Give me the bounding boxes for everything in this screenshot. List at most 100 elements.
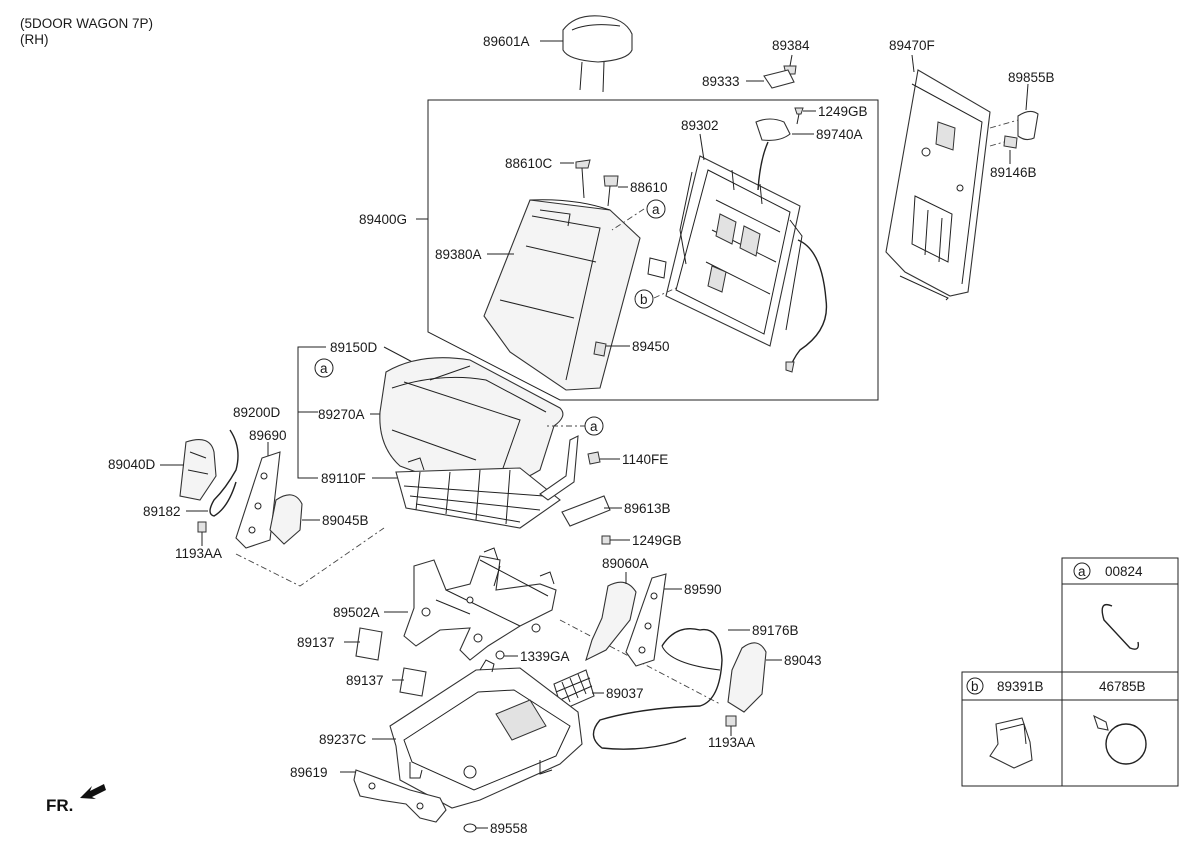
headrest-part (562, 15, 633, 93)
label-89040D: 89040D (108, 457, 156, 472)
callout-a-top (646, 199, 666, 219)
label-89270A: 89270A (318, 407, 365, 422)
nut-1339GA-part (495, 650, 505, 660)
back-board-part (885, 69, 991, 301)
callout-a-right (584, 416, 604, 436)
bracket-89137-a-part (355, 627, 383, 661)
seatback-assembly-box (427, 99, 879, 401)
latch-cable (757, 141, 769, 191)
callout-b-text: b (640, 292, 648, 307)
guide-bracket-part (763, 69, 795, 89)
label-1249GB-bottom: 1249GB (632, 533, 682, 548)
hook-00824-icon (1101, 603, 1140, 650)
cover-89040D-part (179, 439, 217, 501)
callout-a-left (314, 358, 334, 378)
front-direction-label: FR. (46, 796, 73, 815)
label-1193AA-right: 1193AA (708, 735, 755, 750)
label-1249GB-top: 1249GB (818, 104, 868, 119)
latch-89740A-part (755, 118, 791, 141)
bracket-89690-part (235, 451, 281, 549)
side-rod-part (539, 435, 579, 501)
cushion-part (379, 357, 564, 495)
label-89558: 89558 (490, 821, 528, 836)
label-89619: 89619 (290, 765, 328, 780)
label-89043: 89043 (784, 653, 822, 668)
label-89302: 89302 (681, 118, 719, 133)
label-89613B: 89613B (624, 501, 671, 516)
label-1193AA-left: 1193AA (175, 546, 222, 561)
label-88610C: 88610C (505, 156, 553, 171)
label-89176B: 89176B (752, 623, 799, 638)
bolt-1140FE-part (587, 451, 601, 465)
legend-b-part2: 46785B (1099, 679, 1146, 694)
label-89200D: 89200D (233, 405, 281, 420)
cable-tie-46785B-icon (1105, 723, 1147, 765)
label-89740A: 89740A (816, 127, 863, 142)
label-89333: 89333 (702, 74, 740, 89)
front-arrow-icon (80, 784, 106, 799)
legend-b-letter: b (971, 679, 979, 694)
label-89137-a: 89137 (297, 635, 335, 650)
label-89182: 89182 (143, 504, 181, 519)
label-89384: 89384 (772, 38, 810, 53)
label-89690: 89690 (249, 428, 287, 443)
legend-b-part1: 89391B (997, 679, 1044, 694)
side-caption: (RH) (20, 32, 49, 47)
callout-a-top-text: a (652, 202, 660, 217)
label-1140FE: 1140FE (622, 452, 668, 467)
base-tray-part (389, 659, 583, 809)
label-89037: 89037 (606, 686, 644, 701)
legend-a-letter: a (1078, 564, 1086, 579)
cap-part (1017, 110, 1039, 141)
legend-table (961, 557, 1179, 787)
model-caption: (5DOOR WAGON 7P) (20, 16, 153, 31)
label-89137-b: 89137 (346, 673, 384, 688)
clip-89391B-icon (989, 717, 1033, 769)
label-89400G: 89400G (359, 212, 407, 227)
track-frame-part (403, 547, 557, 661)
callout-a-right-text: a (590, 419, 598, 434)
label-88610: 88610 (630, 180, 668, 195)
cover-89043-part (727, 642, 767, 713)
guide-88610C-part (575, 159, 591, 169)
cover-89060A-part (585, 581, 637, 662)
label-89150D: 89150D (330, 340, 378, 355)
grommet-89558-part (463, 823, 477, 833)
label-1339GA: 1339GA (520, 649, 570, 664)
label-89590: 89590 (684, 582, 722, 597)
trim-89613B-part (561, 495, 611, 527)
cover-89045B-part (269, 494, 303, 545)
callout-b (634, 289, 654, 309)
label-89237C: 89237C (319, 732, 367, 747)
back-cover-part (483, 199, 641, 391)
clip-89146B-part (1003, 135, 1018, 149)
label-89470F: 89470F (889, 38, 935, 53)
label-89601A: 89601A (483, 34, 530, 49)
legend-b-circle (966, 677, 984, 695)
screw-top-part (794, 107, 804, 115)
label-89060A: 89060A (602, 556, 649, 571)
guide-line-left (235, 527, 385, 587)
label-89502A: 89502A (333, 605, 380, 620)
label-89110F: 89110F (321, 471, 366, 486)
back-frame-part (647, 155, 803, 347)
bracket-89137-b-part (399, 667, 427, 697)
label-89855B: 89855B (1008, 70, 1055, 85)
label-89146B: 89146B (990, 165, 1037, 180)
screw-bottom-part (601, 535, 611, 545)
bolt-1193AA-left-part (197, 521, 207, 533)
legend-a-part: 00824 (1105, 564, 1143, 579)
cushion-frame-part (395, 457, 561, 529)
callout-a-left-text: a (320, 361, 328, 376)
guide-line-right (559, 619, 721, 705)
bolt-1193AA-right-part (725, 715, 737, 727)
release-cable (789, 239, 828, 371)
label-89380A: 89380A (435, 247, 482, 262)
legend-a-circle (1073, 562, 1091, 580)
rail-89619-part (353, 769, 447, 823)
label-89450: 89450 (632, 339, 670, 354)
label-89045B: 89045B (322, 513, 369, 528)
cable-89182 (209, 429, 239, 517)
